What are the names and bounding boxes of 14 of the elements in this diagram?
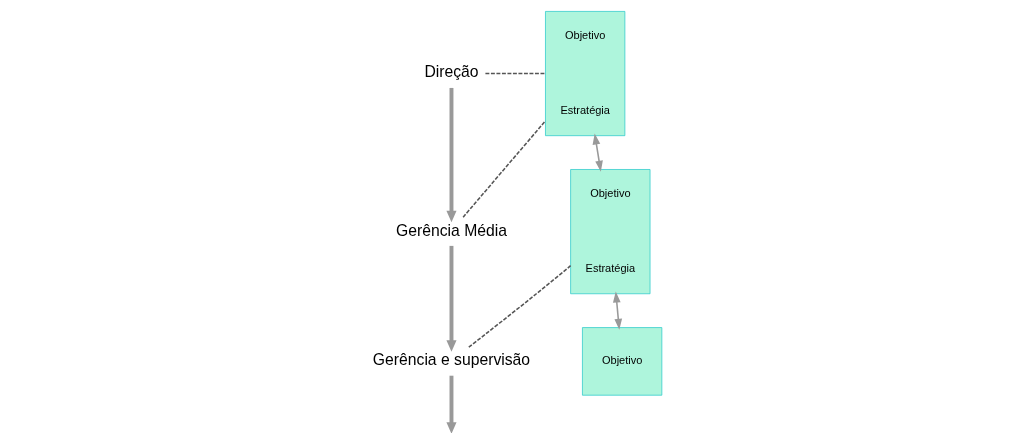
node-text: Gerência e supervisão	[372, 351, 531, 369]
node-text: Gerência Média	[395, 221, 507, 239]
node-box: Objetivo	[582, 327, 663, 396]
arrow	[592, 133, 603, 172]
node-box: Objetivo Estratégia	[545, 11, 626, 137]
connector	[462, 120, 547, 218]
connector	[468, 264, 572, 348]
arrow	[446, 245, 457, 352]
arrow	[612, 291, 623, 330]
arrow	[446, 87, 457, 223]
node-text: Direção	[424, 63, 479, 81]
node-box: Objetivo Estratégia	[570, 169, 651, 295]
arrow	[446, 375, 457, 433]
connector	[484, 72, 547, 75]
